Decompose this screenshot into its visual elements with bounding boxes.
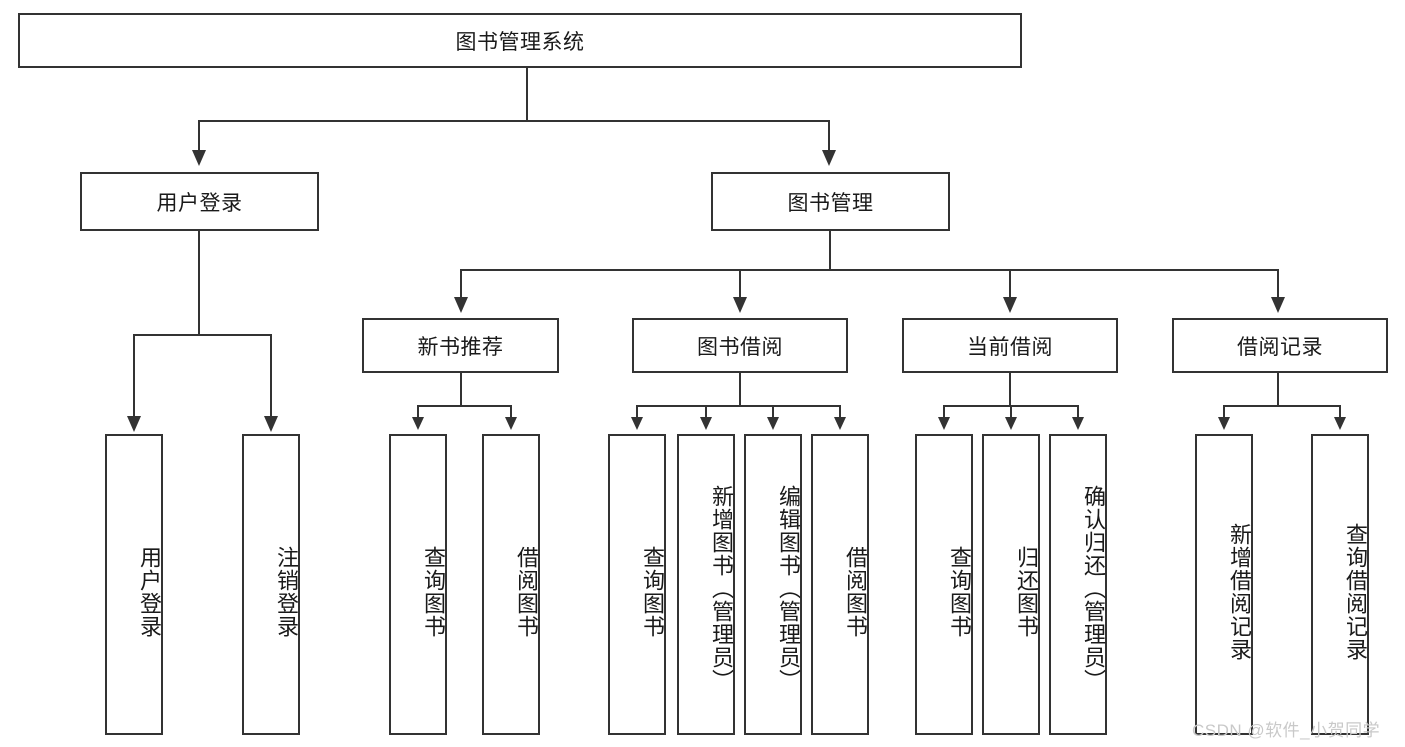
node-borrow-record[interactable]: 借阅记录 [1172, 318, 1388, 373]
node-leaf-return-book[interactable]: 归还图书 [982, 434, 1040, 735]
node-label: 用户登录 [156, 191, 243, 215]
arrow-book-borrow-to-leaf-1 [631, 417, 643, 430]
arrow-borrow-record-to-leaf-1 [1218, 417, 1230, 430]
node-label: 借阅记录 [1237, 335, 1323, 359]
node-label: 图书借阅 [697, 335, 783, 359]
node-label: 确认归还（管理员） [1081, 485, 1106, 692]
arrow-book-borrow-to-leaf-2 [700, 417, 712, 430]
edge-book-borrow-to-leaf-1 [636, 405, 638, 419]
edge-book-manage-to-current-borrow [1009, 269, 1011, 299]
node-label: 当前借阅 [967, 335, 1053, 359]
edge-current-borrow-to-leaf-3 [1077, 405, 1079, 419]
edge-book-manage-bus [460, 269, 1279, 271]
edge-new-book-to-leaf-2 [510, 405, 512, 419]
edge-borrow-record-to-leaf-1 [1223, 405, 1225, 419]
edge-root-stem [526, 68, 528, 122]
arrow-user-login-to-leaf-2 [264, 416, 278, 432]
node-leaf-query-book-recommend[interactable]: 查询图书 [389, 434, 447, 735]
edge-current-borrow-to-leaf-2 [1010, 405, 1012, 419]
arrow-current-borrow-to-leaf-3 [1072, 417, 1084, 430]
node-label: 借阅图书 [843, 545, 868, 638]
node-leaf-add-borrow-record[interactable]: 新增借阅记录 [1195, 434, 1253, 735]
arrow-book-manage-to-book-borrow [733, 297, 747, 313]
edge-borrow-record-to-leaf-2 [1339, 405, 1341, 419]
edge-user-login-bus [133, 334, 272, 336]
node-leaf-query-book-borrow[interactable]: 查询图书 [608, 434, 666, 735]
node-leaf-borrow-book-recommend[interactable]: 借阅图书 [482, 434, 540, 735]
edge-borrow-record-stem [1277, 373, 1279, 407]
edge-user-login-to-leaf-2 [270, 334, 272, 418]
node-new-book-recommend[interactable]: 新书推荐 [362, 318, 559, 373]
node-label: 查询借阅记录 [1343, 522, 1368, 661]
edge-root-to-user-login [198, 120, 200, 152]
node-label: 查询图书 [421, 545, 446, 638]
edge-new-book-to-leaf-1 [417, 405, 419, 419]
node-label: 归还图书 [1014, 545, 1039, 638]
edge-book-manage-to-new-book [460, 269, 462, 299]
node-leaf-query-borrow-record[interactable]: 查询借阅记录 [1311, 434, 1369, 735]
node-label: 编辑图书（管理员） [776, 485, 801, 692]
arrow-root-to-book-manage [822, 150, 836, 166]
arrow-book-manage-to-new-book [454, 297, 468, 313]
node-current-borrow[interactable]: 当前借阅 [902, 318, 1118, 373]
arrow-book-borrow-to-leaf-4 [834, 417, 846, 430]
edge-book-manage-stem [829, 231, 831, 271]
node-leaf-confirm-return-admin[interactable]: 确认归还（管理员） [1049, 434, 1107, 735]
node-label: 新增图书（管理员） [709, 485, 734, 692]
edge-current-borrow-stem [1009, 373, 1011, 407]
node-label: 用户登录 [137, 545, 162, 638]
node-label: 借阅图书 [514, 545, 539, 638]
edge-borrow-record-bus [1223, 405, 1341, 407]
edge-user-login-stem [198, 231, 200, 335]
arrow-book-borrow-to-leaf-3 [767, 417, 779, 430]
arrow-current-borrow-to-leaf-2 [1005, 417, 1017, 430]
node-leaf-add-book-admin[interactable]: 新增图书（管理员） [677, 434, 735, 735]
node-label: 图书管理 [787, 191, 874, 215]
edge-book-borrow-stem [739, 373, 741, 407]
node-leaf-logout[interactable]: 注销登录 [242, 434, 300, 735]
node-root-library-system[interactable]: 图书管理系统 [18, 13, 1022, 68]
arrow-new-book-to-leaf-2 [505, 417, 517, 430]
node-book-management[interactable]: 图书管理 [711, 172, 950, 231]
edge-new-book-stem [460, 373, 462, 407]
edge-new-book-bus [417, 405, 512, 407]
arrow-book-manage-to-current-borrow [1003, 297, 1017, 313]
arrow-book-manage-to-borrow-record [1271, 297, 1285, 313]
edge-root-to-book-manage [828, 120, 830, 152]
edge-root-bus [198, 120, 830, 122]
edge-book-borrow-to-leaf-4 [839, 405, 841, 419]
edge-current-borrow-to-leaf-1 [943, 405, 945, 419]
node-label: 新增借阅记录 [1227, 522, 1252, 661]
arrow-new-book-to-leaf-1 [412, 417, 424, 430]
arrow-root-to-user-login [192, 150, 206, 166]
edge-book-manage-to-borrow-record [1277, 269, 1279, 299]
edge-book-manage-to-book-borrow [739, 269, 741, 299]
arrow-current-borrow-to-leaf-1 [938, 417, 950, 430]
node-label: 注销登录 [274, 545, 299, 638]
node-book-borrow[interactable]: 图书借阅 [632, 318, 848, 373]
edge-book-borrow-to-leaf-2 [705, 405, 707, 419]
node-label: 新书推荐 [417, 335, 504, 359]
node-label: 查询图书 [947, 545, 972, 638]
node-label: 查询图书 [640, 545, 665, 638]
edge-book-borrow-bus [636, 405, 841, 407]
edge-user-login-to-leaf-1 [133, 334, 135, 418]
edge-book-borrow-to-leaf-3 [772, 405, 774, 419]
node-leaf-edit-book-admin[interactable]: 编辑图书（管理员） [744, 434, 802, 735]
node-leaf-user-login[interactable]: 用户登录 [105, 434, 163, 735]
node-leaf-query-book-current[interactable]: 查询图书 [915, 434, 973, 735]
node-label: 图书管理系统 [455, 30, 585, 54]
arrow-borrow-record-to-leaf-2 [1334, 417, 1346, 430]
node-user-login[interactable]: 用户登录 [80, 172, 319, 231]
node-leaf-borrow-book[interactable]: 借阅图书 [811, 434, 869, 735]
arrow-user-login-to-leaf-1 [127, 416, 141, 432]
